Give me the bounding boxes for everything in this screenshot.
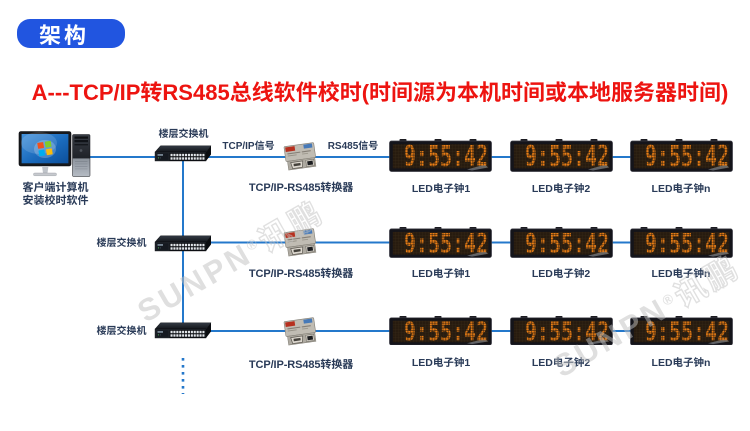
switch-label-row2: 楼层交换机 — [96, 237, 147, 249]
led-clock-glow: 9:55:42 — [524, 318, 608, 345]
led-clock-glow: 9:55:42 — [404, 318, 488, 345]
converter-icon-row3 — [281, 317, 320, 347]
rs485-signal-label: RS485信号 — [327, 141, 379, 152]
computer-label-line2: 安装校时软件 — [22, 194, 89, 207]
led-clock-time: 9:55:42 — [644, 140, 728, 172]
clock-label-row1-3: LED电子钟n — [651, 183, 711, 195]
clock-label-row2-3: LED电子钟n — [651, 267, 711, 280]
clock-label-row3-3: LED电子钟n — [651, 356, 711, 369]
clock-label-row1-1: LED电子钟1 — [411, 183, 471, 195]
led-clock-glow: 9:55:42 — [524, 228, 608, 258]
led-clock-row3-1: 9:55:42 9:55:42 — [389, 316, 492, 345]
clock-label-row2-1: LED电子钟1 — [411, 267, 471, 280]
led-clock-glow: 9:55:42 — [524, 140, 608, 172]
converter-icon-row2 — [281, 228, 320, 258]
led-clock-row2-1: 9:55:42 9:55:42 — [389, 227, 492, 258]
led-clock-row2-3: 9:55:42 9:55:42 — [630, 227, 733, 258]
led-clock-row1-1: 9:55:42 9:55:42 — [389, 139, 492, 172]
led-clock-time: 9:55:42 — [404, 228, 488, 258]
switch-label-row1: 楼层交换机 — [158, 129, 209, 140]
led-clock-glow: 9:55:42 — [644, 228, 728, 258]
led-clock-glow: 9:55:42 — [404, 140, 488, 172]
computer-label-line1: 客户端计算机 — [22, 182, 89, 194]
led-clock-glow: 9:55:42 — [644, 318, 728, 345]
page-title: A---TCP/IP转RS485总线软件校时(时间源为本机时间或本地服务器时间) — [31, 80, 729, 105]
clock-label-row3-1: LED电子钟1 — [411, 356, 471, 369]
clock-label-row3-2: LED电子钟2 — [531, 356, 591, 369]
section-badge: 架构 — [17, 19, 125, 48]
led-clock-time: 9:55:42 — [524, 318, 608, 345]
clock-label-row2-2: LED电子钟2 — [531, 267, 591, 280]
led-clock-time: 9:55:42 — [524, 140, 608, 172]
led-clock-glow: 9:55:42 — [404, 228, 488, 258]
led-clock-time: 9:55:42 — [404, 318, 488, 345]
led-clock-row3-3: 9:55:42 9:55:42 — [630, 316, 733, 345]
tcpip-signal-label: TCP/IP信号 — [222, 141, 275, 152]
led-clock-time: 9:55:42 — [644, 318, 728, 345]
converter-label-row1: TCP/IP-RS485转换器 — [248, 182, 354, 194]
converter-label-row2: TCP/IP-RS485转换器 — [248, 268, 354, 280]
clock-label-row1-2: LED电子钟2 — [531, 183, 591, 195]
led-clock-time: 9:55:42 — [404, 140, 488, 172]
led-clock-row1-2: 9:55:42 9:55:42 — [510, 139, 613, 172]
led-clock-glow: 9:55:42 — [644, 140, 728, 172]
led-clock-time: 9:55:42 — [524, 228, 608, 258]
led-clock-row3-2: 9:55:42 9:55:42 — [510, 316, 613, 345]
client-computer-icon — [17, 130, 93, 179]
switch-label-row3: 楼层交换机 — [96, 325, 147, 337]
section-badge-label: 架构 — [38, 22, 89, 48]
led-clock-time: 9:55:42 — [644, 228, 728, 258]
converter-label-row3: TCP/IP-RS485转换器 — [248, 358, 354, 371]
led-clock-row2-2: 9:55:42 9:55:42 — [510, 227, 613, 258]
led-clock-row1-3: 9:55:42 9:55:42 — [630, 139, 733, 172]
